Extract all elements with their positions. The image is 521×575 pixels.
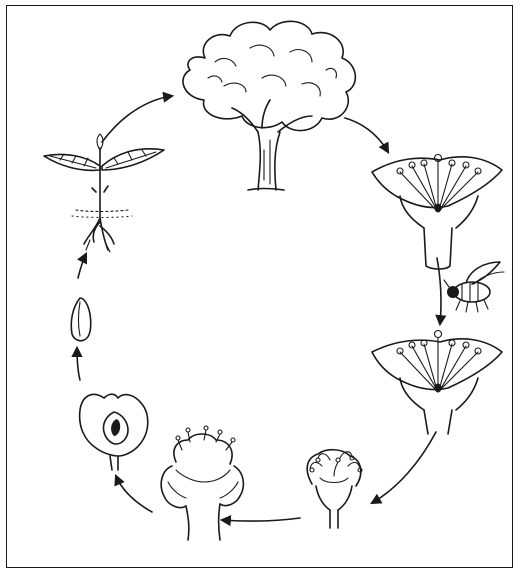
bee-icon: [444, 262, 504, 312]
arrow-seed-to-seedling: [78, 254, 86, 278]
arrow-section-to-seed: [77, 348, 80, 380]
open-flower-icon: [372, 155, 502, 270]
arrow-seedling-to-tree: [102, 96, 172, 142]
arrow-wilting-to-fruit: [222, 518, 300, 521]
wilting-flower-icon: [307, 450, 362, 528]
seedling-icon: [44, 134, 164, 252]
arrow-pollinated-to-wilting: [372, 432, 436, 503]
pollinated-flower-icon: [372, 331, 502, 435]
arrow-flower-to-pollinated: [437, 258, 441, 324]
arrow-fruit-to-section: [116, 476, 152, 512]
tree-icon: [183, 21, 355, 190]
developing-fruit-icon: [161, 426, 243, 540]
seed-icon: [71, 298, 90, 341]
arrow-tree-to-flower: [345, 118, 388, 152]
fruit-cross-section-icon: [80, 394, 148, 470]
